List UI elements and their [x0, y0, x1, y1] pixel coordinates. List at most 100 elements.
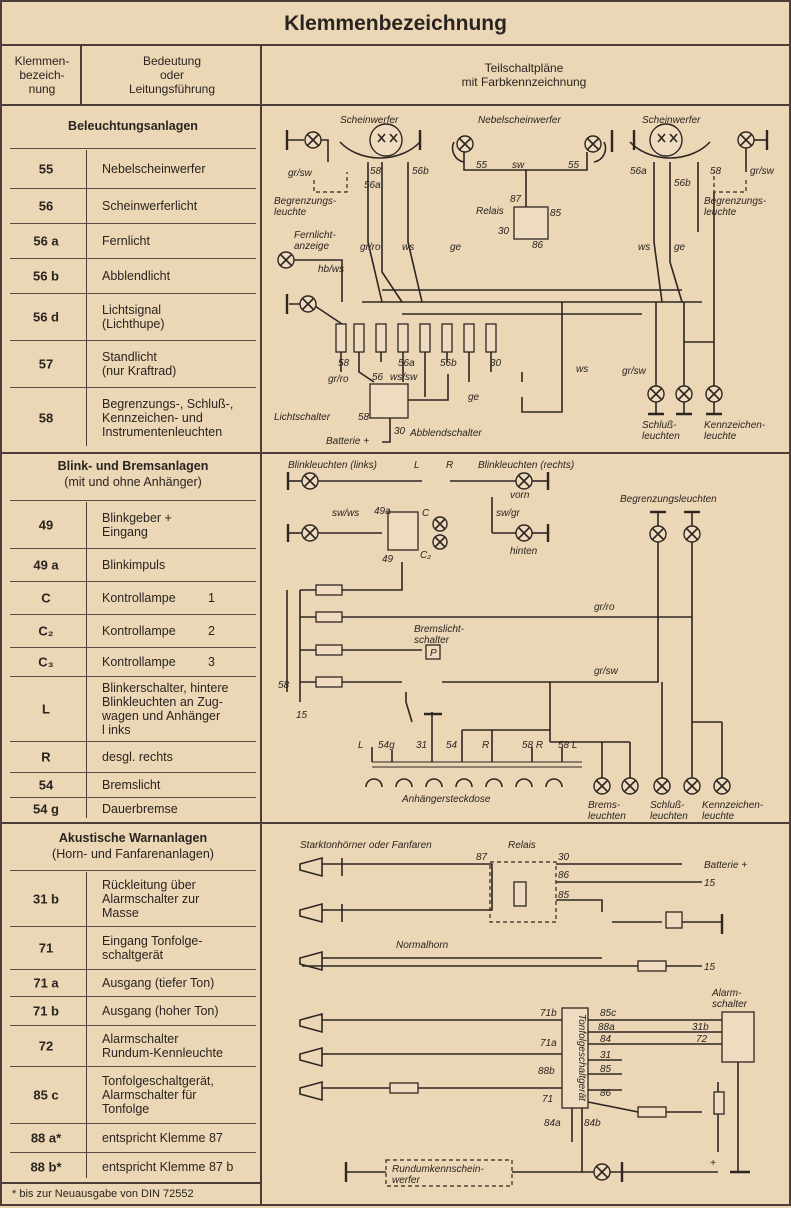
label: P	[430, 648, 437, 659]
label: vorn	[510, 490, 530, 501]
label: 56b	[412, 166, 429, 177]
column-divider	[86, 150, 87, 446]
label: 72	[696, 1034, 708, 1045]
label: 30	[558, 852, 570, 863]
label: 54	[446, 740, 458, 751]
label: gr/sw	[622, 366, 647, 377]
label: 56a	[398, 358, 415, 369]
label: 58	[710, 166, 722, 177]
label: Schluß-leuchten	[642, 420, 680, 442]
column-divider	[86, 502, 87, 818]
label: Scheinwerfer	[340, 115, 399, 126]
footnote-divider	[2, 1182, 260, 1184]
label: Batterie +	[326, 436, 369, 447]
label: ws	[576, 364, 588, 375]
section-title-acoustic: Akustische Warnanlagen (Horn- und Fanfar…	[52, 831, 214, 861]
label: L	[414, 460, 420, 471]
column-header-diagrams: Teilschaltpläne mit Farbkennzeichnung	[461, 61, 587, 89]
label: 85c	[600, 1008, 616, 1019]
label: 58	[358, 412, 370, 423]
label: 85	[558, 890, 570, 901]
label: 56a	[630, 166, 647, 177]
label: 56a	[364, 180, 381, 191]
label: Batterie +	[704, 860, 747, 871]
label: 58	[370, 166, 382, 177]
table-row: 88 b*entspricht Klemme 87 b	[30, 1159, 234, 1175]
column-divider	[80, 46, 82, 104]
label: 58 L	[558, 740, 577, 751]
label: 31b	[692, 1022, 709, 1033]
label: Nebelscheinwerfer	[478, 115, 561, 126]
label: gr/sw	[750, 166, 775, 177]
label: sw	[512, 160, 525, 171]
label: hinten	[510, 546, 538, 557]
tone-sequence-unit-box	[561, 1007, 589, 1109]
label: C₂	[420, 550, 431, 561]
label: Lichtschalter	[274, 412, 331, 423]
label: Tonfolgeschaltgerät	[576, 1014, 587, 1102]
label: Relais	[476, 206, 504, 217]
label: R	[482, 740, 489, 751]
label: Begrenzungs-leuchte	[704, 196, 767, 218]
label: Rundumkennschein-werfer	[392, 1164, 484, 1186]
lighting-diagram: Scheinwerfer Nebelscheinwerfer Scheinwer…	[274, 115, 775, 447]
label: 86	[600, 1088, 612, 1099]
relay-box	[513, 206, 549, 240]
label: 30	[498, 226, 510, 237]
label: Relais	[508, 840, 536, 851]
label: 87	[476, 852, 488, 863]
label: hb/ws	[318, 264, 344, 275]
section-divider	[2, 822, 789, 824]
label: +	[710, 1158, 716, 1169]
label: Blinkleuchten (links)	[288, 460, 377, 471]
label: 15	[296, 710, 308, 721]
label: 56	[372, 372, 384, 383]
label: 31	[600, 1050, 611, 1061]
flasher-unit-box	[387, 511, 419, 551]
label: gr/ro	[594, 602, 615, 613]
label: 58 R	[522, 740, 543, 751]
label: ws	[638, 242, 650, 253]
label: Begrenzungsleuchten	[620, 494, 717, 505]
label: 55	[568, 160, 580, 171]
column-divider	[260, 46, 262, 1204]
column-header-terminal: Klemmen- bezeich- nung	[14, 54, 70, 96]
label: Starktonhörner oder Fanfaren	[300, 840, 432, 851]
label: Begrenzungs-leuchte	[274, 196, 337, 218]
label: 15	[704, 878, 716, 889]
label: 49a	[374, 506, 391, 517]
label: Brems-leuchten	[588, 800, 626, 822]
label: Alarm-schalter	[711, 988, 748, 1010]
label: 71b	[540, 1008, 557, 1019]
label: ws	[402, 242, 414, 253]
headlight-icon	[369, 123, 403, 157]
rear-lamps	[647, 302, 723, 416]
row-divider	[2, 104, 789, 106]
horn-diagram: Starktonhörner oder Fanfaren Relais 87 3…	[299, 840, 755, 1187]
label: Anhängersteckdose	[401, 794, 491, 805]
label: 86	[558, 870, 570, 881]
label: Abblendschalter	[409, 428, 482, 439]
section-divider	[2, 452, 789, 454]
label: ge	[450, 242, 462, 253]
headlight-icon	[649, 123, 683, 157]
label: 86	[532, 240, 544, 251]
label: 84b	[584, 1118, 601, 1129]
section-title-lighting: Beleuchtungsanlagen	[68, 119, 198, 133]
label: 85	[550, 208, 562, 219]
label: 85	[600, 1064, 612, 1075]
